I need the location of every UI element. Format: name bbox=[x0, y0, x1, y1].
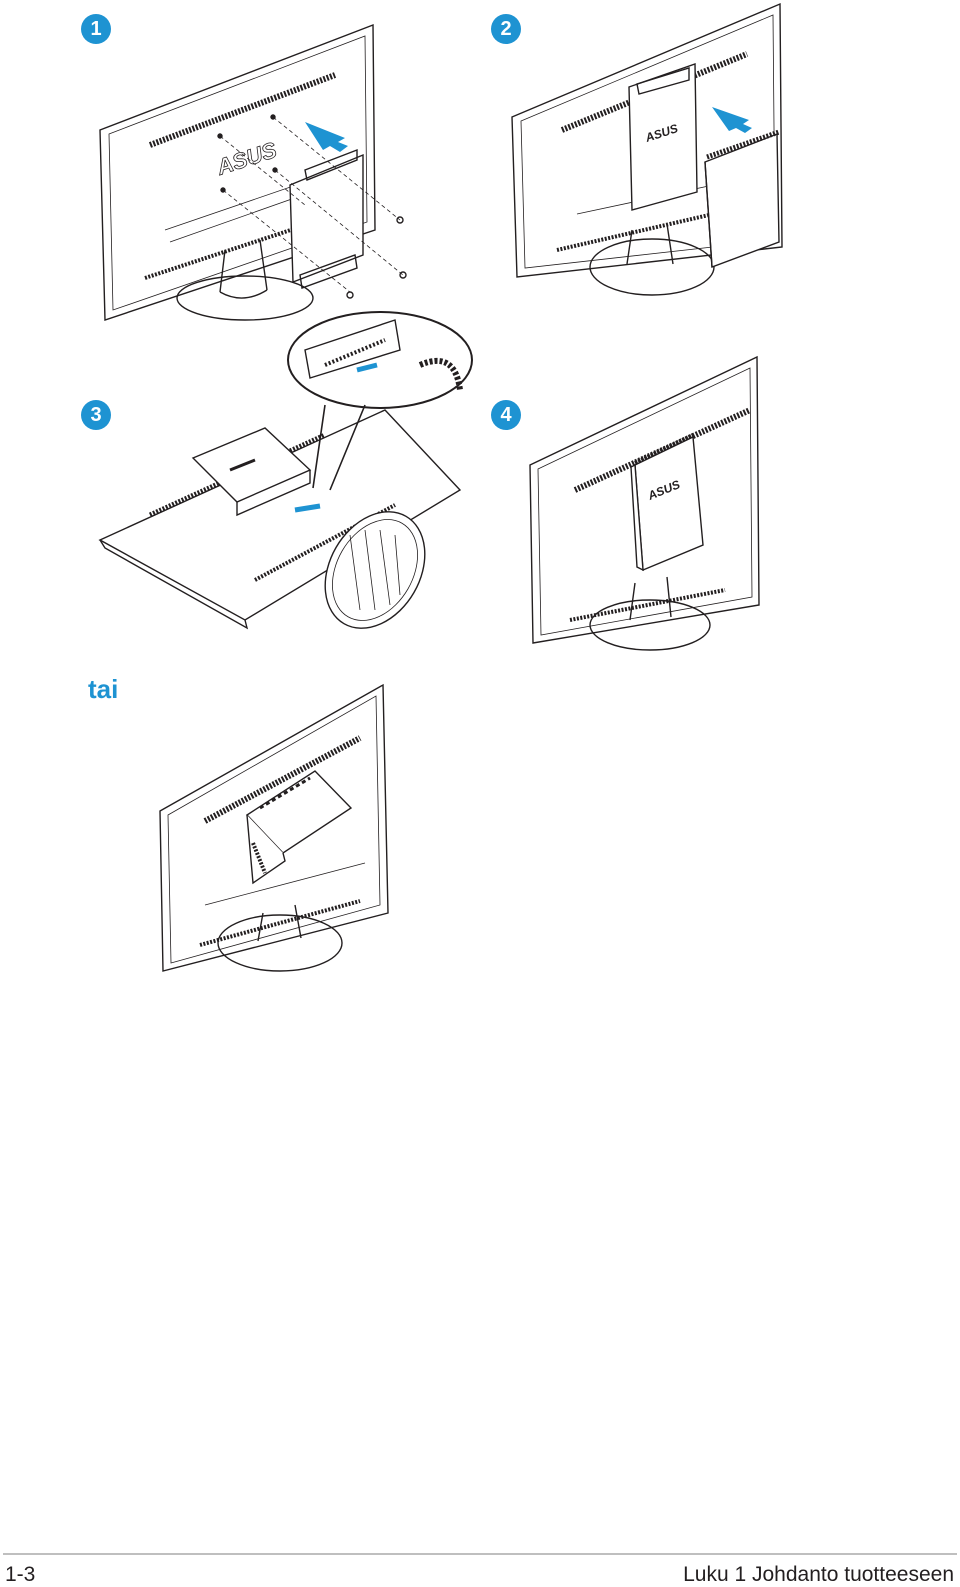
step-2-badge: 2 bbox=[491, 14, 521, 44]
step-1-badge: 1 bbox=[81, 14, 111, 44]
alternative-mount-illustration bbox=[159, 683, 389, 972]
step-4-illustration: ASUS bbox=[529, 355, 760, 651]
step-3-illustration bbox=[98, 311, 473, 630]
asus-logo-1: ASUS bbox=[213, 137, 280, 180]
page-number: 1-3 bbox=[5, 1563, 36, 1586]
step-1-illustration: ASUS bbox=[99, 23, 407, 321]
chapter-title: Luku 1 Johdanto tuotteeseen bbox=[683, 1563, 954, 1586]
step-3-badge: 3 bbox=[81, 400, 111, 430]
step-2-illustration: ASUS bbox=[511, 2, 783, 296]
alternative-label: tai bbox=[88, 674, 119, 704]
footer-rule bbox=[3, 1553, 957, 1555]
step-4-badge: 4 bbox=[491, 400, 521, 430]
